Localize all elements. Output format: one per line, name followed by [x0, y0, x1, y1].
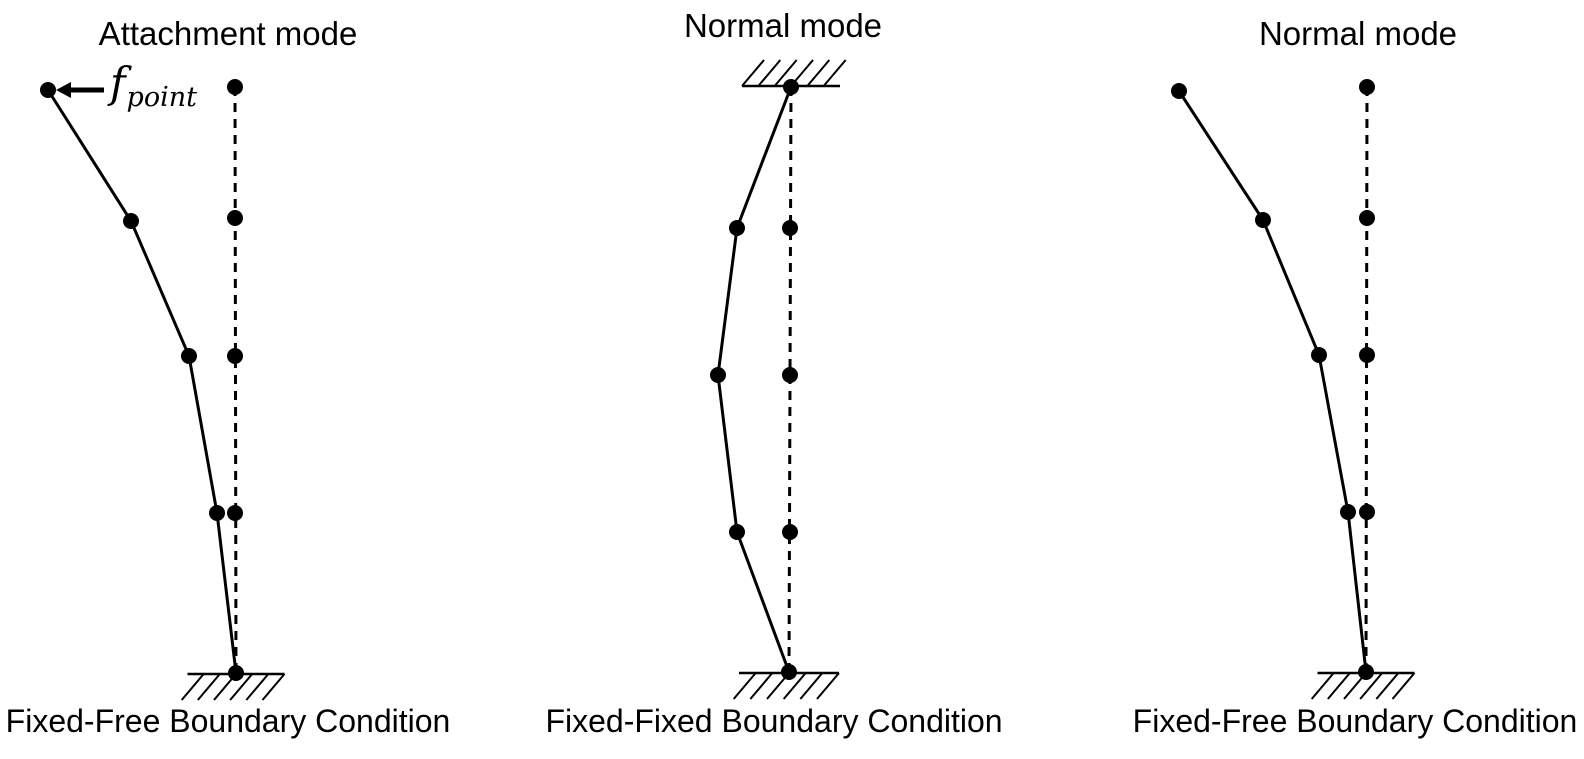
ground-hatch-stroke: [229, 673, 253, 701]
reference-node-dot: [782, 220, 798, 236]
diagram-title-normal-mode-right: Normal mode: [1258, 15, 1458, 52]
ground-hatch-stroke: [806, 59, 831, 87]
reference-node-dot: [227, 505, 243, 521]
force-label-subscript: point: [126, 82, 197, 113]
node-dot: [1311, 347, 1327, 363]
reference-node-dot: [227, 79, 243, 95]
ground-hatch-stroke: [1375, 672, 1400, 700]
node-dot: [1340, 504, 1356, 520]
node-dot: [123, 213, 139, 229]
diagram-title-attachment-mode: Attachment mode: [98, 15, 358, 52]
ground-hatch-stroke: [180, 673, 205, 701]
mode-shape-line: [716, 86, 793, 673]
node-dot: [783, 79, 799, 95]
reference-node-dot: [1359, 504, 1375, 520]
ground-hatch-stroke: [261, 673, 286, 701]
ground-hatch-stroke: [749, 672, 774, 700]
reference-line: [1364, 86, 1369, 673]
point-force-label: fpoint: [110, 62, 197, 112]
ground-hatch-stroke: [245, 673, 270, 701]
diagram-caption-fixed-fixed: Fixed-Fixed Boundary Condition: [545, 703, 1003, 739]
ground-hatch-stroke: [799, 672, 824, 700]
reference-node-dot: [782, 367, 798, 383]
node-dot: [181, 348, 197, 364]
reference-node-dot: [782, 524, 798, 540]
reference-node-dot: [227, 348, 243, 364]
ground-hatch-stroke: [741, 59, 765, 87]
node-dot: [228, 665, 244, 681]
ground-hatch-stroke: [757, 59, 782, 87]
ground-hatch-stroke: [1359, 672, 1383, 700]
ground-hatch-stroke: [1391, 672, 1416, 700]
node-dot: [710, 367, 726, 383]
node-dot: [729, 220, 745, 236]
ground-hatch-stroke: [1327, 672, 1351, 700]
ground-hatch-stroke: [773, 59, 798, 87]
ground-hatch-stroke: [197, 673, 221, 701]
force-arrow-head: [56, 82, 71, 98]
node-dot: [781, 664, 797, 680]
ground-hatch-stroke: [732, 672, 757, 700]
node-dot: [1171, 83, 1187, 99]
node-dot: [1255, 212, 1271, 228]
diagram-caption-fixed-free-left: Fixed-Free Boundary Condition: [5, 703, 451, 739]
ground-hatch-stroke: [822, 59, 847, 87]
node-dot: [40, 82, 56, 98]
reference-node-dot: [1359, 210, 1375, 226]
diagram-caption-fixed-free-right: Fixed-Free Boundary Condition: [1132, 703, 1578, 739]
reference-node-dot: [1359, 79, 1375, 95]
reference-node-dot: [227, 210, 243, 226]
reference-node-dot: [1359, 347, 1375, 363]
node-dot: [209, 505, 225, 521]
mode-shape-line: [46, 89, 238, 674]
ground-hatch-stroke: [1310, 672, 1335, 700]
node-dot: [729, 524, 745, 540]
diagram-title-normal-mode-middle: Normal mode: [683, 7, 883, 44]
ground-hatch-stroke: [782, 672, 807, 700]
ground-hatch-stroke: [816, 672, 840, 700]
node-dot: [1358, 664, 1374, 680]
mode-shape-line: [1177, 90, 1368, 673]
reference-line: [233, 86, 238, 674]
force-label-base: f: [110, 58, 126, 107]
